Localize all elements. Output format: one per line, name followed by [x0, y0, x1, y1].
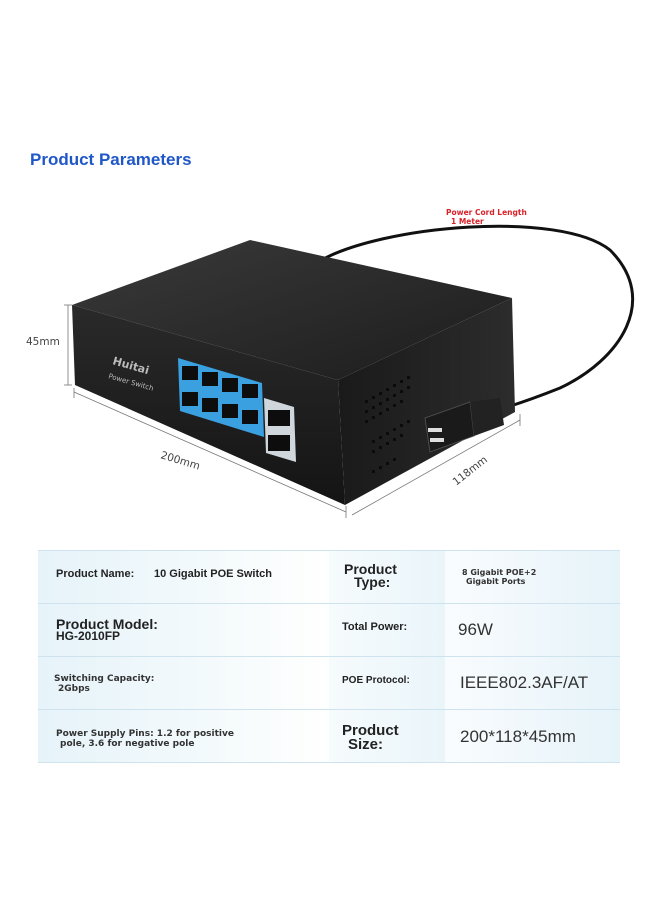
switch-product-image: Huitai Power Switch — [64, 224, 635, 518]
spec-row-power-supply: Power Supply Pins: 1.2 for positive pole… — [38, 709, 620, 763]
product-type-value-2: Gigabit Ports — [466, 577, 526, 586]
uplink-port-panel — [264, 398, 296, 462]
switching-capacity-value: 2Gbps — [58, 684, 90, 694]
product-size-label-2: Size: — [348, 736, 384, 753]
power-pins-line2: pole, 3.6 for negative pole — [60, 739, 195, 749]
ethernet-ports — [182, 366, 258, 424]
product-size-value: 200*118*45mm — [460, 727, 576, 746]
switching-capacity-label: Switching Capacity: — [54, 674, 155, 684]
poe-protocol-value: IEEE802.3AF/AT — [460, 673, 589, 692]
product-type-value-1: 8 Gigabit POE+2 — [462, 568, 537, 577]
dimension-lines — [64, 304, 521, 518]
specs-table: Product Name: 10 Gigabit POE Switch Prod… — [38, 550, 620, 763]
switch-side — [338, 298, 515, 505]
power-cord-annotation: Power Cord Length 1 Meter — [446, 208, 527, 226]
product-model-value: HG-2010FP — [56, 629, 121, 643]
power-plug — [424, 398, 504, 453]
power-cord — [317, 224, 635, 414]
spec-row-product-model: Product Model: HG-2010FP Total Power: 96… — [38, 603, 620, 656]
poe-protocol-label: POE Protocol: — [342, 675, 410, 686]
product-name-label: Product Name: — [56, 568, 135, 580]
page-title: Product Parameters — [30, 150, 192, 169]
total-power-label: Total Power: — [342, 621, 408, 633]
product-size-label-1: Product — [342, 722, 399, 739]
spec-row-product-name: Product Name: 10 Gigabit POE Switch Prod… — [38, 550, 620, 603]
power-cord-length-label: Power Cord Length — [446, 208, 527, 217]
total-power-value: 96W — [458, 620, 493, 639]
product-name-value: 10 Gigabit POE Switch — [154, 568, 272, 580]
spec-row-switching-capacity: Switching Capacity: 2Gbps POE Protocol: … — [38, 656, 620, 709]
power-cord-length-value: 1 Meter — [451, 217, 484, 226]
height-dimension: 45mm — [26, 336, 60, 348]
vent-holes — [365, 376, 410, 473]
power-pins-line1: Power Supply Pins: 1.2 for positive — [56, 729, 234, 739]
switch-top — [72, 240, 512, 380]
product-type-label-1: Product — [344, 561, 397, 577]
product-type-label-2: Type: — [354, 574, 391, 590]
product-model-label: Product Model: — [56, 616, 158, 632]
